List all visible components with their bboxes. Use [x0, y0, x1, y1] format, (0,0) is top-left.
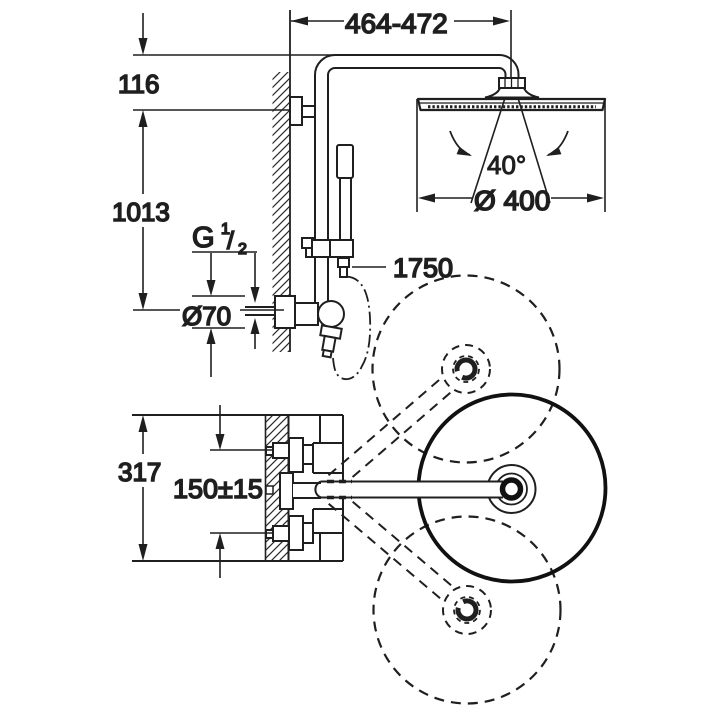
- dimension-riser-height: 1013: [111, 110, 284, 311]
- diverter-knob: [317, 300, 345, 328]
- riser-height-label: 1013: [112, 197, 170, 227]
- hand-shower-assembly: [301, 144, 354, 278]
- dimension-head-diameter: Ø 400: [416, 99, 606, 217]
- dimension-thread-size: G 1 / 2: [191, 220, 260, 349]
- head-diameter-label: Ø 400: [474, 185, 550, 216]
- flange-diameter-label: Ø70: [182, 301, 231, 331]
- hand-shower-handle: [339, 177, 352, 243]
- wall-union-flange: [274, 295, 296, 329]
- dimension-valve-height: 317: [117, 415, 162, 561]
- shower-head-plate: [416, 97, 607, 112]
- dimension-flange-diameter: Ø70: [181, 253, 245, 377]
- label-hose-length: 1750: [352, 252, 454, 284]
- spray-angle-label: 40°: [487, 150, 526, 180]
- riser-pipe-and-arm: [289, 54, 520, 302]
- dimension-top-width: 464-472: [291, 7, 512, 77]
- slider-holder: [311, 239, 354, 258]
- hose-cone-fitting: [337, 257, 350, 268]
- dimension-supply-spacing: 150±15: [172, 405, 272, 578]
- thread-numerator: 1: [221, 221, 230, 238]
- hose-length-label: 1750: [393, 253, 453, 283]
- swivel-position-lower: [328, 490, 562, 705]
- top-width-label: 464-472: [345, 8, 448, 39]
- thread-g-label: G: [192, 222, 215, 254]
- ball-joint-cover: [484, 87, 540, 99]
- dimension-wall-offset: 116: [117, 13, 335, 111]
- hand-shower-head: [336, 144, 354, 179]
- swivel-position-upper: [327, 274, 561, 489]
- shower-hose: [332, 275, 372, 380]
- wall-offset-label: 116: [118, 69, 159, 99]
- head-shower-side-view: [416, 77, 607, 112]
- thread-slash: /: [227, 227, 234, 255]
- thermostat-body: [132, 414, 344, 562]
- dimension-spray-angle: 40°: [449, 97, 569, 204]
- valve-height-label: 317: [118, 457, 161, 487]
- supply-spacing-label: 150±15: [173, 474, 263, 504]
- diverter-valve: [245, 295, 345, 359]
- swivel-arm: [314, 477, 524, 501]
- thread-denominator: 2: [238, 241, 247, 258]
